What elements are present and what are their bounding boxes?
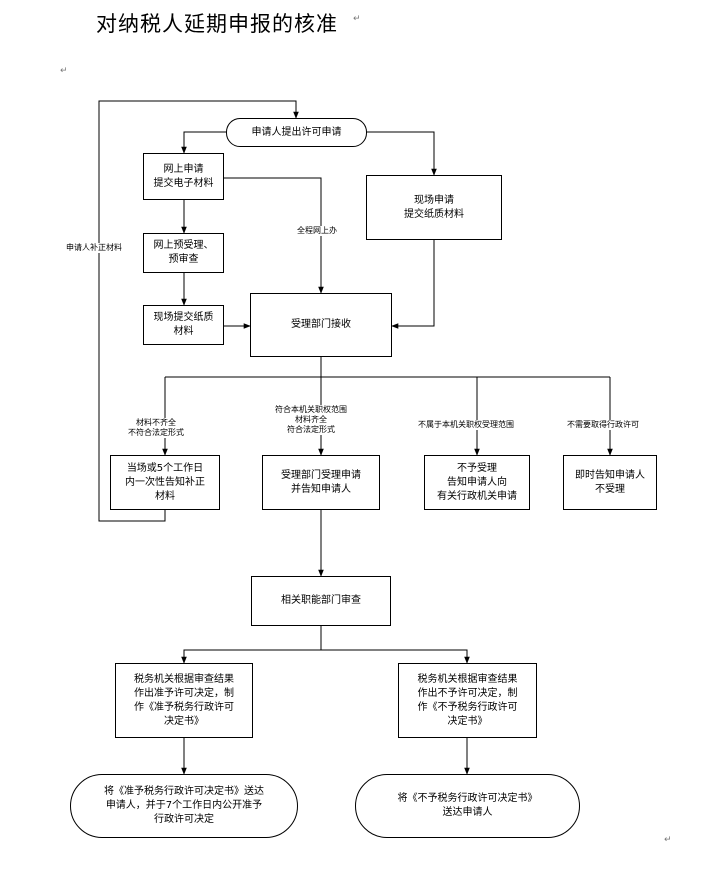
supplement-loop-label: 申请人补正材料 — [66, 243, 122, 253]
paper-submission-node: 现场提交纸质 材料 — [143, 305, 224, 345]
reject-out-of-scope-node: 不予受理 告知申请人向 有关行政机关申请 — [424, 455, 530, 510]
approve-end-node: 将《准予税务行政许可决定书》送达 申请人，并于7个工作日内公开准予 行政许可决定 — [70, 774, 298, 838]
review-node: 相关职能部门审查 — [251, 576, 391, 626]
full-online-label: 全程网上办 — [297, 226, 337, 236]
page-title: 对纳税人延期申报的核准 — [96, 12, 338, 36]
notify-not-accepted-node: 即时告知申请人 不受理 — [563, 455, 657, 510]
approve-decision-node: 税务机关根据审查结果 作出准予许可决定，制 作《准予税务行政许可 决定书》 — [115, 663, 253, 738]
supplement-notice-node: 当场或5个工作日 内一次性告知补正 材料 — [110, 455, 220, 510]
deny-end-node: 将《不予税务行政许可决定书》 送达申请人 — [355, 774, 580, 838]
start-onsite-line — [367, 131, 437, 176]
start-online-line — [181, 131, 226, 154]
deny-decision-node: 税务机关根据审查结果 作出不予许可决定，制 作《不予税务行政许可 决定书》 — [398, 663, 537, 738]
complete-label: 符合本机关职权范围 材料齐全 符合法定形式 — [275, 405, 347, 435]
paragraph-mark: ↵ — [60, 66, 68, 76]
start-node: 申请人提出许可申请 — [226, 118, 367, 147]
online-accept-line — [224, 177, 324, 294]
onsite-accept-line — [391, 240, 435, 329]
online-application-node: 网上申请 提交电子材料 — [143, 153, 224, 200]
accept-application-node: 受理部门受理申请 并告知申请人 — [262, 455, 380, 510]
onsite-application-node: 现场申请 提交纸质材料 — [366, 175, 502, 240]
paragraph-mark: ↵ — [353, 14, 361, 24]
review-split-line — [181, 626, 322, 664]
accept-dept-node: 受理部门接收 — [250, 293, 392, 357]
online-prereview-node: 网上预受理、 预审查 — [143, 233, 224, 273]
incomplete-label: 材料不齐全 不符合法定形式 — [128, 418, 184, 438]
no-permit-needed-label: 不需要取得行政许可 — [567, 420, 639, 430]
out-of-scope-label: 不属于本机关职权受理范围 — [418, 420, 514, 430]
paragraph-mark: ↵ — [664, 835, 672, 845]
loop-line — [98, 100, 299, 522]
